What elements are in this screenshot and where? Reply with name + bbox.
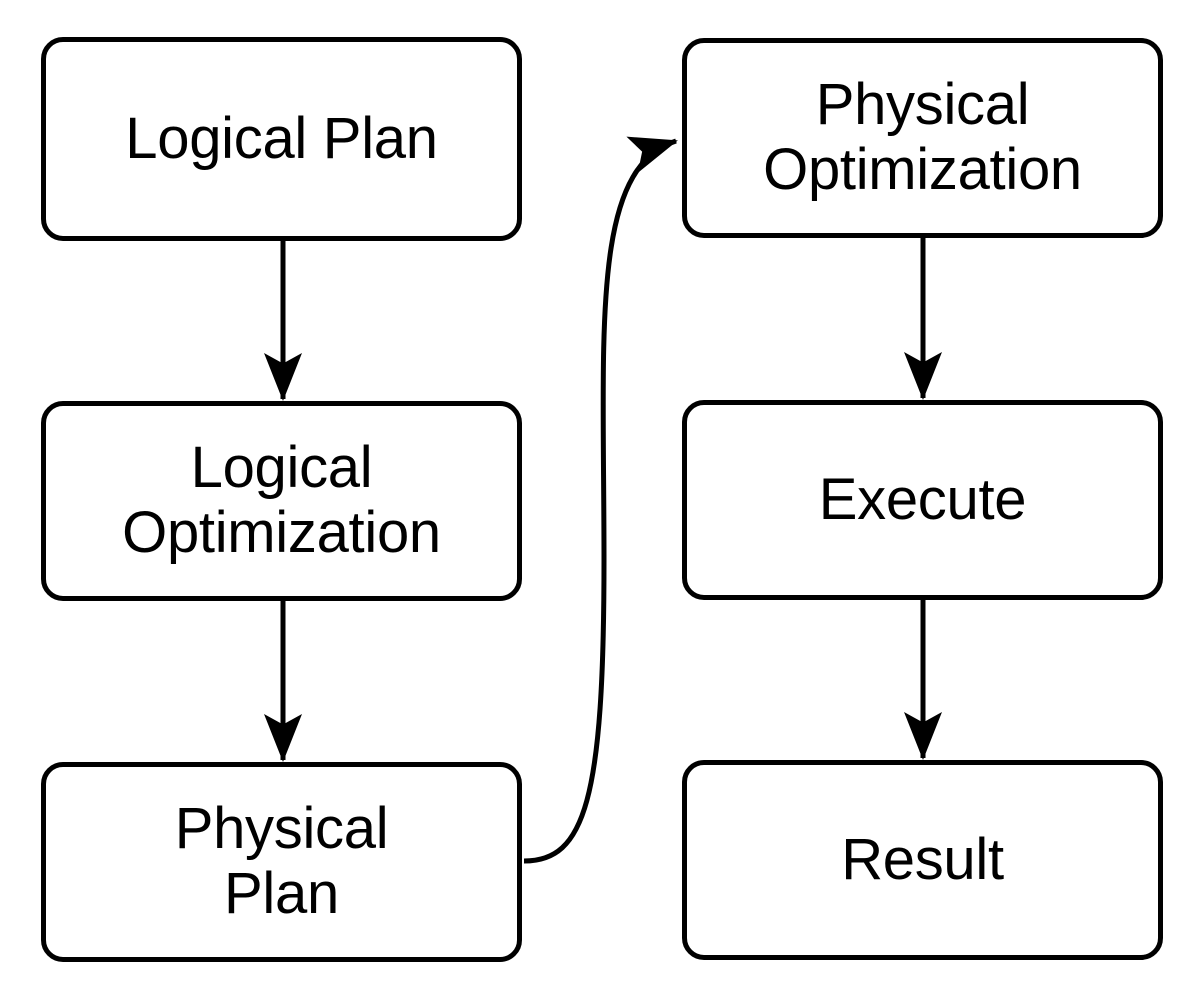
node-logical-optimization[interactable]: Logical Optimization bbox=[41, 401, 522, 601]
edge-physical-plan-to-physical-optimization bbox=[523, 136, 678, 864]
node-logical-plan[interactable]: Logical Plan bbox=[41, 37, 522, 241]
node-result-label: Result bbox=[841, 826, 1004, 892]
node-result[interactable]: Result bbox=[682, 760, 1163, 960]
node-logical-plan-label: Logical Plan bbox=[125, 105, 438, 171]
node-physical-optimization-label: Physical Optimization bbox=[763, 72, 1082, 202]
node-physical-plan[interactable]: Physical Plan bbox=[41, 762, 522, 962]
node-execute[interactable]: Execute bbox=[682, 400, 1163, 600]
node-physical-optimization[interactable]: Physical Optimization bbox=[682, 38, 1163, 238]
node-execute-label: Execute bbox=[818, 466, 1027, 532]
node-physical-plan-label: Physical Plan bbox=[174, 796, 389, 926]
node-logical-optimization-label: Logical Optimization bbox=[122, 435, 441, 565]
